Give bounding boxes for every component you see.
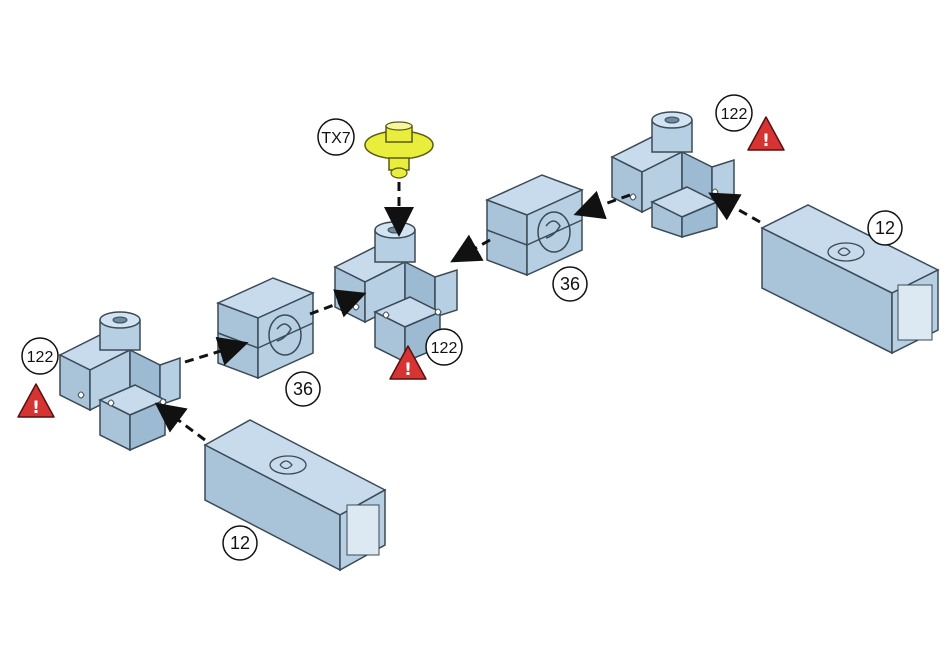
- label-connector-qty: 122: [22, 338, 58, 374]
- coupler-block-icon: [218, 278, 313, 378]
- svg-text:!: !: [32, 398, 40, 418]
- screw-icon: [365, 122, 433, 178]
- svg-text:TX7: TX7: [321, 130, 350, 147]
- arrow-tube-to-left-hub: [162, 408, 205, 440]
- arrow-right-hub-to-coupler: [582, 195, 630, 212]
- label-coupler-qty: 36: [553, 267, 587, 301]
- label-tube-qty: 12: [223, 526, 257, 560]
- label-tx7: TX7: [318, 119, 354, 155]
- label-coupler-qty: 36: [286, 372, 320, 406]
- svg-text:12: 12: [230, 533, 250, 553]
- svg-text:!: !: [404, 360, 412, 380]
- coupler-block-icon: [487, 175, 582, 275]
- connector-hub-icon: [60, 312, 180, 450]
- label-tube-qty: 12: [868, 211, 902, 245]
- connector-hub-icon: [612, 112, 734, 237]
- svg-text:36: 36: [293, 379, 313, 399]
- svg-text:122: 122: [431, 340, 458, 357]
- square-tube-icon: [762, 205, 938, 353]
- svg-text:!: !: [762, 131, 770, 151]
- warning-icon: !: [748, 117, 784, 151]
- svg-text:12: 12: [875, 218, 895, 238]
- label-connector-qty: 122: [716, 95, 752, 131]
- warning-icon: !: [18, 384, 54, 418]
- label-connector-qty: 122: [426, 329, 462, 365]
- svg-text:36: 36: [560, 274, 580, 294]
- arrow-right-coupler-to-center-hub: [458, 240, 490, 258]
- svg-text:122: 122: [721, 106, 748, 123]
- svg-text:122: 122: [27, 349, 54, 366]
